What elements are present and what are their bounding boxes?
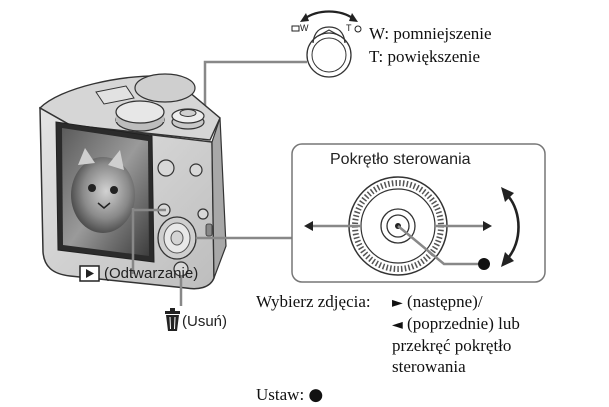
prev-glyph: ◄ <box>392 317 403 333</box>
next-glyph: ► <box>392 295 403 311</box>
right-arrow-head <box>483 221 492 231</box>
next-line: ► (następne)/ <box>392 291 483 314</box>
rotate-line-2: sterowania <box>392 357 466 376</box>
zoom-lever-icon <box>291 10 362 78</box>
control-wheel-title: Pokrętło sterowania <box>330 151 471 168</box>
trash-icon <box>165 308 180 331</box>
zoom-tele-mark: T <box>346 23 352 33</box>
playback-label: (Odtwarzanie) <box>104 265 199 282</box>
center-callout-line <box>397 225 478 266</box>
zoom-tele-label: T: powiększenie <box>369 47 481 66</box>
zoom-wide-mark: W <box>300 23 309 33</box>
rotate-line-1: przekręć pokrętło <box>392 336 512 355</box>
playback-icon <box>79 265 100 282</box>
zoom-wide-label: W: pomniejszenie <box>369 24 492 43</box>
next-label: (następne)/ <box>407 292 483 311</box>
select-prefix: Wybierz zdjęcia: <box>256 292 371 311</box>
zoom-callout-line <box>203 60 307 122</box>
prev-label: (poprzednie) lub <box>407 314 520 333</box>
delete-label: (Usuń) <box>182 313 228 330</box>
rotate-arrows-icon <box>501 187 520 267</box>
set-line: Ustaw: ● <box>256 384 323 406</box>
left-arrow-head <box>304 221 313 231</box>
prev-line: ◄ (poprzednie) lub <box>392 313 520 336</box>
set-label: Ustaw: <box>256 385 305 404</box>
set-glyph: ● <box>308 385 324 405</box>
center-dot <box>478 258 490 270</box>
